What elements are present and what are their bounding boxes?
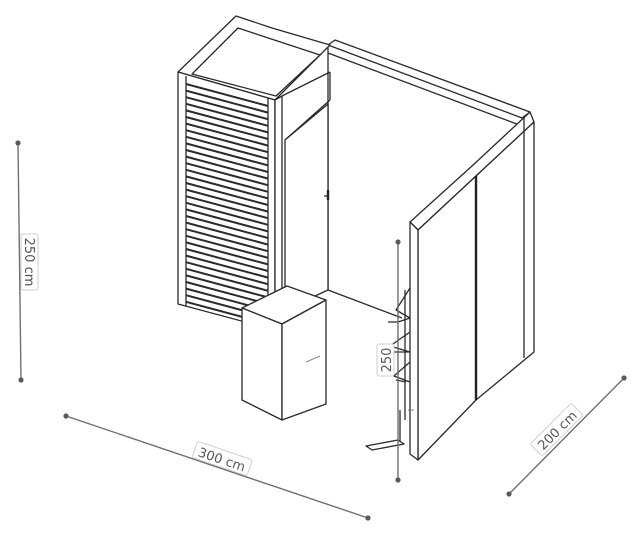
slat-line bbox=[185, 261, 269, 286]
left-column-opening bbox=[191, 27, 321, 97]
slat-line bbox=[185, 195, 269, 220]
slat-line bbox=[185, 248, 269, 272]
shelf-brackets bbox=[365, 287, 414, 451]
slat-line bbox=[185, 83, 269, 107]
slat-line bbox=[185, 182, 269, 206]
slat-line bbox=[185, 254, 269, 279]
right-wall-edge bbox=[409, 221, 419, 461]
slat-line bbox=[185, 116, 269, 140]
cabinet-front bbox=[241, 307, 283, 421]
slat-line bbox=[185, 201, 269, 226]
door-height-label: 250 bbox=[380, 348, 395, 373]
cabinet-side bbox=[281, 299, 327, 421]
door-height-dimension: 250 bbox=[376, 239, 401, 483]
slat-line bbox=[185, 142, 269, 167]
back-top-beam bbox=[327, 39, 531, 119]
depth-label: 200 cm bbox=[536, 409, 581, 454]
slat-line bbox=[185, 228, 269, 253]
slat-line bbox=[185, 162, 269, 187]
floor-back-edge bbox=[327, 289, 403, 319]
slat-line bbox=[185, 208, 269, 233]
slat-line bbox=[185, 155, 269, 180]
depth-dimension: 200 cm bbox=[506, 375, 627, 497]
slat-line bbox=[185, 135, 269, 160]
slat-line bbox=[185, 215, 269, 239]
slat-line bbox=[185, 129, 269, 154]
slat-line bbox=[185, 149, 269, 173]
slat-line bbox=[185, 267, 269, 292]
width-dimension: 300 cm bbox=[63, 413, 371, 521]
slat-line bbox=[185, 175, 269, 200]
slat-line bbox=[185, 102, 269, 127]
slat-line bbox=[185, 122, 269, 147]
slat-line bbox=[185, 188, 269, 213]
slat-line bbox=[185, 221, 269, 246]
slat-line bbox=[185, 281, 269, 305]
booth-structure bbox=[177, 15, 535, 461]
slat-line bbox=[185, 234, 269, 259]
interior-door bbox=[284, 103, 329, 311]
slat-line bbox=[185, 168, 269, 193]
slat-line bbox=[185, 274, 269, 299]
slat-line bbox=[185, 241, 269, 266]
slat-line bbox=[185, 89, 269, 114]
height-label: 250 cm bbox=[21, 238, 36, 287]
slat-line bbox=[185, 109, 269, 134]
slat-line bbox=[185, 96, 269, 121]
height-dimension: 250 cm bbox=[15, 140, 39, 383]
